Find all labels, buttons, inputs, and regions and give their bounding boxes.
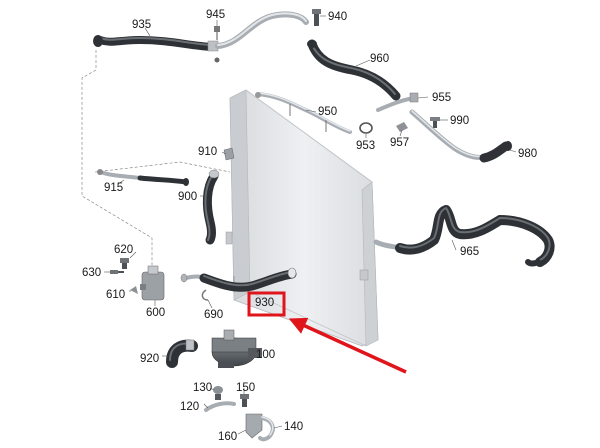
bolt-620 bbox=[120, 258, 129, 269]
label-953: 953 bbox=[356, 140, 375, 152]
clip-610 bbox=[130, 286, 138, 294]
label-120: 120 bbox=[180, 401, 199, 413]
bracket-160 bbox=[245, 413, 263, 439]
hose-920 bbox=[166, 339, 198, 368]
label-600: 600 bbox=[146, 307, 165, 319]
label-957: 957 bbox=[390, 137, 409, 149]
hose-930 bbox=[180, 267, 297, 292]
clip-957 bbox=[396, 122, 408, 132]
label-955: 955 bbox=[432, 92, 451, 104]
label-100: 100 bbox=[256, 349, 275, 361]
label-980: 980 bbox=[518, 148, 537, 160]
bolt-630 bbox=[110, 270, 124, 274]
highlight-arrow bbox=[288, 317, 407, 374]
hose-140 bbox=[258, 416, 275, 442]
fitting-955 bbox=[376, 92, 419, 112]
label-160: 160 bbox=[218, 431, 237, 443]
label-965: 965 bbox=[460, 246, 479, 258]
hose-935 bbox=[93, 11, 309, 52]
hose-900 bbox=[202, 169, 220, 245]
pump-100 bbox=[211, 329, 262, 368]
hose-960 bbox=[307, 39, 401, 101]
label-940: 940 bbox=[328, 11, 347, 23]
highlight-box bbox=[247, 291, 286, 317]
connector-945 bbox=[214, 26, 220, 63]
label-140: 140 bbox=[284, 421, 303, 433]
hose-980 bbox=[409, 109, 512, 163]
label-910: 910 bbox=[198, 146, 217, 158]
label-610: 610 bbox=[106, 289, 125, 301]
bolt-150 bbox=[240, 394, 249, 407]
label-900: 900 bbox=[178, 191, 197, 203]
part-labels: 935 945 940 960 950 955 990 953 957 980 … bbox=[82, 9, 537, 443]
label-630: 630 bbox=[82, 267, 101, 279]
label-130: 130 bbox=[193, 382, 212, 394]
hose-965 bbox=[373, 205, 555, 267]
label-920: 920 bbox=[140, 353, 159, 365]
leader-lines bbox=[104, 15, 517, 435]
label-935: 935 bbox=[132, 19, 151, 31]
pipe-120 bbox=[204, 401, 236, 412]
label-620: 620 bbox=[114, 244, 133, 256]
pipe-915 bbox=[97, 169, 189, 186]
clip-690 bbox=[201, 289, 209, 301]
label-960: 960 bbox=[370, 53, 389, 65]
label-690: 690 bbox=[204, 309, 223, 321]
bolt-990 bbox=[430, 117, 440, 128]
label-150: 150 bbox=[236, 382, 255, 394]
valve-600 bbox=[140, 265, 165, 301]
nut-130 bbox=[213, 386, 223, 400]
label-990: 990 bbox=[450, 115, 469, 127]
label-950: 950 bbox=[318, 106, 337, 118]
bolt-940 bbox=[312, 9, 321, 26]
label-915: 915 bbox=[104, 182, 123, 194]
label-930: 930 bbox=[255, 297, 274, 309]
label-945: 945 bbox=[206, 9, 225, 21]
highlight-annotation bbox=[247, 291, 407, 374]
clip-910 bbox=[223, 147, 235, 161]
ring-953 bbox=[359, 122, 373, 134]
